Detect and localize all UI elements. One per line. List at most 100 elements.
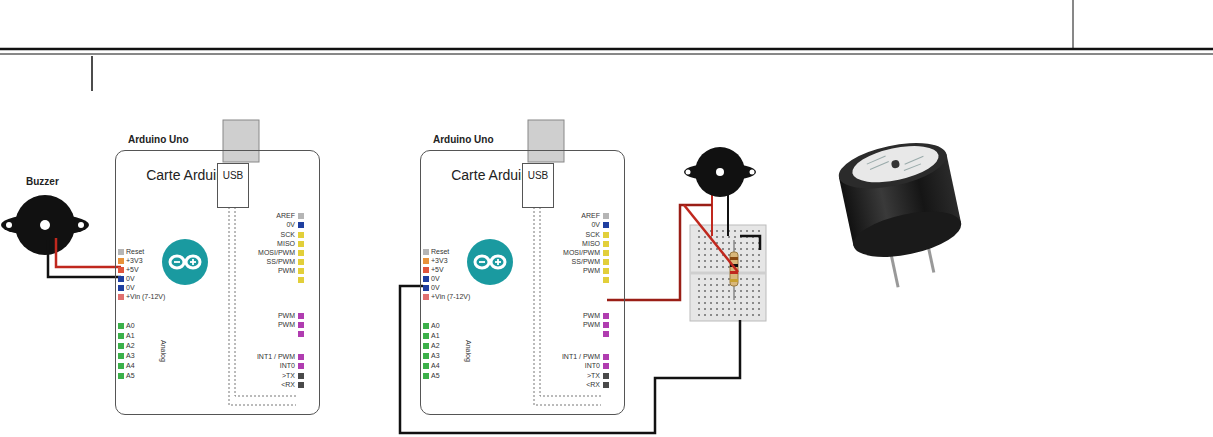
pin-label: A0 — [126, 322, 135, 330]
pin-header — [603, 322, 609, 328]
pin-header — [603, 354, 609, 360]
pin-header — [423, 249, 429, 255]
pin-header — [118, 285, 124, 291]
pin-label: MISO — [277, 240, 295, 248]
pin-header — [423, 323, 429, 329]
board-heading: Arduino Uno — [126, 134, 191, 145]
usb-plug — [223, 120, 259, 162]
pin-header — [423, 267, 429, 273]
pin-label: +5V — [126, 266, 139, 274]
pin-label: 0V — [286, 221, 295, 229]
pin-label: <RX — [281, 381, 295, 389]
pin-header — [603, 382, 609, 388]
pin-label: AREF — [581, 212, 600, 220]
pin-header — [603, 313, 609, 319]
board-wires — [400, 205, 760, 433]
arduino-logo — [162, 239, 208, 285]
pin-header — [603, 373, 609, 379]
pin-header — [118, 373, 124, 379]
pin-header — [298, 241, 304, 247]
pin-header — [298, 213, 304, 219]
pin-label: INT1 / PWM — [562, 353, 600, 361]
part-label: Buzzer — [26, 176, 59, 187]
pin-label: A2 — [431, 342, 440, 350]
pin-label: +3V3 — [431, 257, 448, 265]
usb-port: USB — [522, 163, 554, 208]
pin-header — [118, 258, 124, 264]
pin-header — [603, 268, 609, 274]
pin-label: A2 — [126, 342, 135, 350]
pin-label: PWM — [583, 267, 600, 275]
pin-header — [603, 232, 609, 238]
pin-header — [118, 323, 124, 329]
pin-label: INT0 — [280, 362, 295, 370]
pin-label: 0V — [126, 284, 135, 292]
pin-header — [423, 258, 429, 264]
board-artwork — [118, 120, 304, 405]
pin-label: SCK — [586, 231, 600, 239]
pin-label: PWM — [583, 312, 600, 320]
pin-header — [298, 322, 304, 328]
pin-label: INT0 — [585, 362, 600, 370]
pin-header — [118, 333, 124, 339]
pin-label: <RX — [586, 381, 600, 389]
pin-label: >TX — [282, 372, 295, 380]
pin-header — [603, 213, 609, 219]
pin-header — [298, 232, 304, 238]
pin-header — [423, 276, 429, 282]
buzzer-symbol — [684, 147, 756, 236]
pin-header — [423, 333, 429, 339]
pin-label: Analog — [464, 340, 472, 362]
pin-label: 0V — [431, 284, 440, 292]
pin-label: 0V — [126, 275, 135, 283]
pin-label: SS/PWM — [572, 258, 600, 266]
page-rules — [0, 0, 1213, 91]
pin-label: PWM — [278, 312, 295, 320]
pin-label: A1 — [126, 332, 135, 340]
pin-header — [118, 363, 124, 369]
pin-label: MOSI/PWM — [563, 249, 600, 257]
pin-label: +Vin (7-12V) — [431, 293, 470, 301]
pin-label: A4 — [126, 362, 135, 370]
pin-label: A3 — [431, 352, 440, 360]
pin-header — [118, 276, 124, 282]
trace — [235, 207, 296, 396]
pin-header — [298, 363, 304, 369]
pin-label: INT1 / PWM — [257, 353, 295, 361]
board-heading: Arduino Uno — [431, 134, 496, 145]
usb-port: USB — [217, 163, 249, 208]
trace — [229, 207, 296, 405]
pin-label: Analog — [159, 340, 167, 362]
pin-header — [603, 250, 609, 256]
buzzer-symbol — [1, 195, 89, 255]
pin-label: 0V — [431, 275, 440, 283]
pin-label: SCK — [281, 231, 295, 239]
usb-plug — [528, 120, 564, 162]
pin-header — [298, 259, 304, 265]
pin-header — [423, 285, 429, 291]
arduino-logo — [467, 239, 513, 285]
pin-header — [298, 382, 304, 388]
pin-header — [603, 363, 609, 369]
pin-label: +3V3 — [126, 257, 143, 265]
breadboard — [690, 225, 766, 321]
trace — [540, 207, 601, 396]
pin-label: Reset — [431, 248, 449, 256]
pin-label: A1 — [431, 332, 440, 340]
pin-header — [298, 250, 304, 256]
pin-label: SS/PWM — [267, 258, 295, 266]
pin-label: +5V — [431, 266, 444, 274]
pin-header — [603, 277, 609, 283]
buzzer-photo — [835, 135, 972, 295]
pin-label: MISO — [582, 240, 600, 248]
pin-header — [423, 294, 429, 300]
pin-label: A5 — [431, 372, 440, 380]
pin-label: AREF — [276, 212, 295, 220]
pin-label: PWM — [278, 321, 295, 329]
pin-header — [118, 249, 124, 255]
pin-label: PWM — [278, 267, 295, 275]
pin-header — [298, 277, 304, 283]
